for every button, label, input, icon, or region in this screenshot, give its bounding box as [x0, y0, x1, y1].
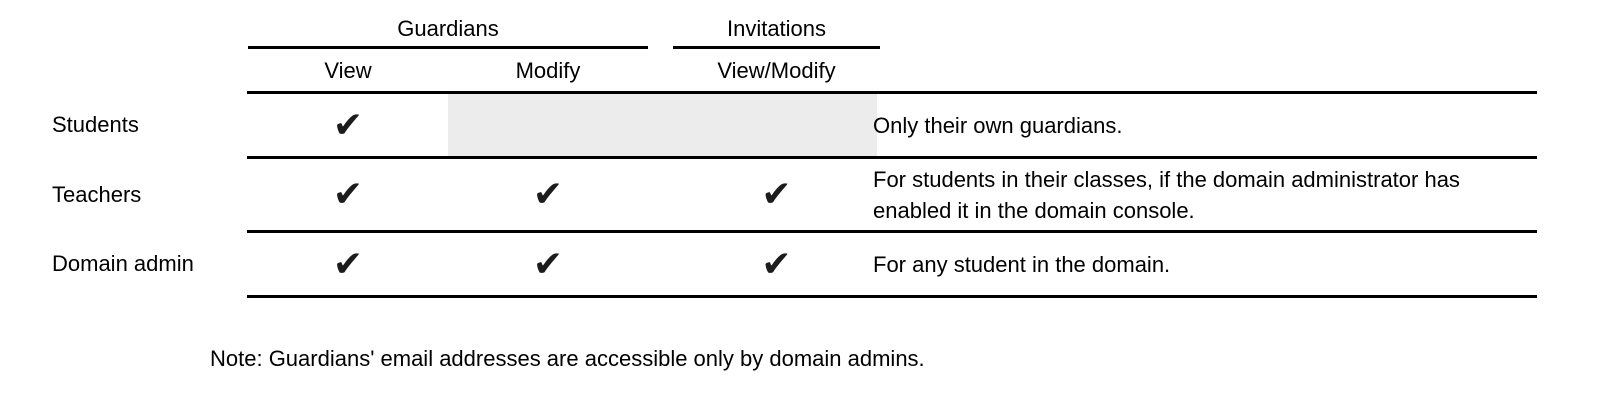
students-modify-cell	[448, 94, 648, 156]
teachers-note: For students in their classes, if the do…	[873, 166, 1460, 223]
domain-admin-view-check-icon: ✔	[332, 243, 364, 285]
domain-admin-invitations-check-icon: ✔	[761, 243, 792, 285]
row-label-teachers: Teachers	[52, 181, 142, 207]
students-view-check-icon: ✔	[332, 104, 364, 146]
column-group-invitations: Invitations	[726, 16, 827, 41]
students-disabled-cells	[448, 94, 877, 156]
column-header-view: View	[324, 58, 372, 83]
row-label-domain-admin: Domain admin	[52, 251, 194, 276]
teachers-invitations-check-icon: ✔	[761, 174, 792, 215]
table-footnote: Note: Guardians' email addresses are acc…	[210, 346, 925, 371]
column-group-guardians: Guardians	[397, 16, 499, 41]
students-invitations-cell	[673, 94, 880, 156]
domain-admin-note: For any student in the domain.	[873, 251, 1171, 277]
table-row-students: Students ✔ Only their own guardians.	[0, 94, 1600, 156]
table-rule-bottom	[247, 295, 1537, 298]
column-header-modify: Modify	[515, 58, 581, 83]
invitations-underline-rule	[673, 46, 880, 49]
table-row-domain-admin: Domain admin ✔ ✔ ✔ For any student in th…	[0, 233, 1600, 295]
teachers-view-check-icon: ✔	[332, 174, 364, 215]
teachers-modify-check-icon: ✔	[532, 174, 564, 215]
students-note: Only their own guardians.	[873, 112, 1123, 138]
column-header-view-modify: View/Modify	[717, 58, 836, 83]
table-rule-after-teachers	[247, 230, 1537, 233]
table-rule-after-students	[247, 156, 1537, 159]
table-rule-top	[247, 91, 1537, 94]
guardians-underline-rule	[248, 46, 648, 49]
row-label-students: Students	[52, 112, 139, 137]
domain-admin-modify-check-icon: ✔	[532, 243, 564, 285]
table-row-teachers: Teachers ✔ ✔ ✔ For students in their cla…	[0, 159, 1600, 230]
